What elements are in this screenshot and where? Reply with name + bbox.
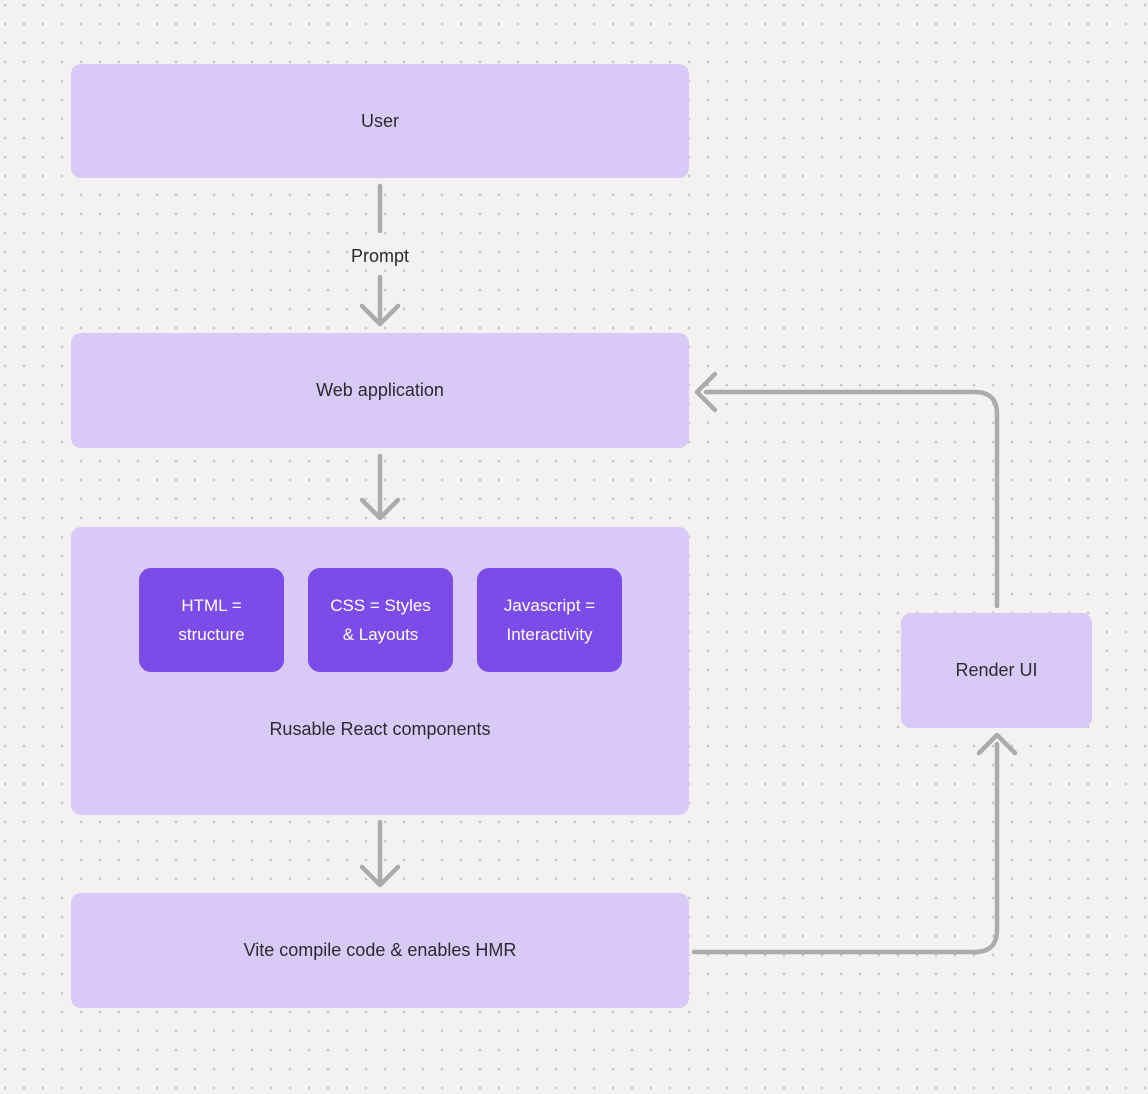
edge-vite-to-render bbox=[691, 732, 1018, 955]
node-render-ui: Render UI bbox=[901, 613, 1092, 728]
edge-vite-render-line bbox=[691, 741, 1000, 955]
node-render-ui-label: Render UI bbox=[955, 660, 1038, 680]
edge-render-webapp-line bbox=[703, 389, 1000, 609]
card-css-line1: CSS = Styles bbox=[330, 596, 431, 615]
card-css: CSS = Styles & Layouts bbox=[308, 568, 453, 672]
card-css-line2: & Layouts bbox=[342, 625, 419, 644]
card-javascript-line1: Javascript = bbox=[503, 596, 596, 615]
card-html-line2: structure bbox=[178, 625, 245, 644]
node-web-application: Web application bbox=[71, 333, 689, 448]
arrowhead-down-icon bbox=[359, 303, 401, 327]
components-card-row: HTML = structure CSS = Styles & Layouts … bbox=[139, 568, 622, 672]
arrowhead-up-icon bbox=[976, 732, 1018, 756]
arrowhead-left-icon bbox=[694, 371, 718, 413]
components-group-label: Rusable React components bbox=[269, 719, 491, 739]
node-user: User bbox=[71, 64, 689, 178]
edge-group-to-vite bbox=[359, 819, 401, 888]
edge-webapp-to-group bbox=[359, 453, 401, 521]
node-user-label: User bbox=[360, 110, 399, 131]
card-javascript-line2: Interactivity bbox=[506, 625, 593, 644]
node-vite: Vite compile code & enables HMR bbox=[71, 893, 689, 1008]
card-html-line1: HTML = bbox=[181, 596, 242, 615]
node-components-group: HTML = structure CSS = Styles & Layouts … bbox=[71, 527, 689, 815]
arrowhead-down-icon bbox=[359, 864, 401, 888]
card-html: HTML = structure bbox=[139, 568, 284, 672]
edge-render-to-webapp bbox=[694, 371, 1000, 609]
card-javascript: Javascript = Interactivity bbox=[477, 568, 622, 672]
edge-user-to-webapp bbox=[359, 183, 401, 327]
node-vite-label: Vite compile code & enables HMR bbox=[243, 940, 517, 960]
arrowhead-down-icon bbox=[359, 497, 401, 521]
edge-prompt-label: Prompt bbox=[350, 246, 410, 266]
node-web-application-label: Web application bbox=[316, 380, 444, 400]
